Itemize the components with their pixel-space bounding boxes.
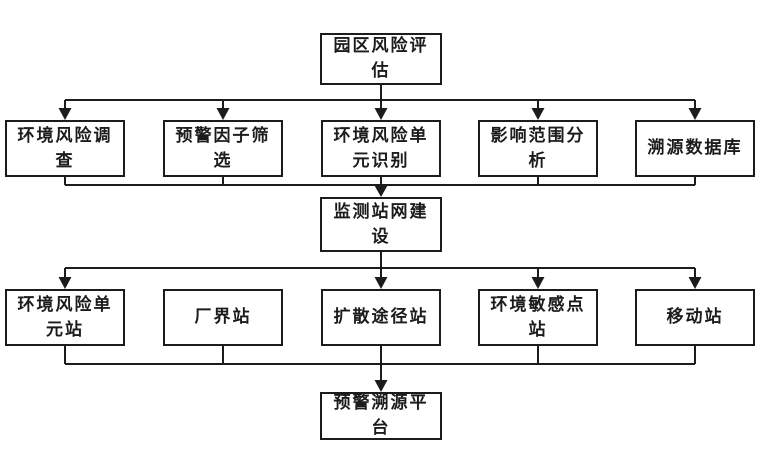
arrowhead-down bbox=[58, 277, 72, 289]
arrowhead-down bbox=[58, 108, 72, 120]
node-monitoring-network-construction: 监测站网建设 bbox=[320, 197, 442, 252]
arrowhead-down bbox=[374, 185, 388, 197]
node-env-risk-survey: 环境风险调查 bbox=[5, 120, 125, 177]
arrowhead-down bbox=[531, 108, 545, 120]
node-traceability-database: 溯源数据库 bbox=[635, 120, 755, 177]
node-impact-scope-analysis: 影响范围分析 bbox=[478, 120, 598, 177]
arrowhead-down bbox=[216, 108, 230, 120]
arrowhead-down bbox=[374, 108, 388, 120]
node-mobile-station: 移动站 bbox=[635, 289, 755, 346]
arrowhead-down bbox=[374, 277, 388, 289]
arrowhead-down bbox=[688, 108, 702, 120]
node-env-risk-unit-identification: 环境风险单元识别 bbox=[321, 120, 441, 177]
arrowhead-down bbox=[374, 380, 388, 392]
node-warning-traceability-platform: 预警溯源平台 bbox=[320, 392, 442, 440]
node-park-risk-assessment: 园区风险评估 bbox=[320, 33, 442, 85]
arrowhead-down bbox=[688, 277, 702, 289]
node-env-risk-unit-station: 环境风险单元站 bbox=[5, 289, 125, 346]
node-diffusion-path-station: 扩散途径站 bbox=[321, 289, 441, 346]
node-env-sensitive-point-station: 环境敏感点站 bbox=[478, 289, 598, 346]
node-warning-factor-screening: 预警因子筛选 bbox=[163, 120, 283, 177]
node-factory-boundary-station: 厂界站 bbox=[163, 289, 283, 346]
arrowhead-down bbox=[531, 277, 545, 289]
